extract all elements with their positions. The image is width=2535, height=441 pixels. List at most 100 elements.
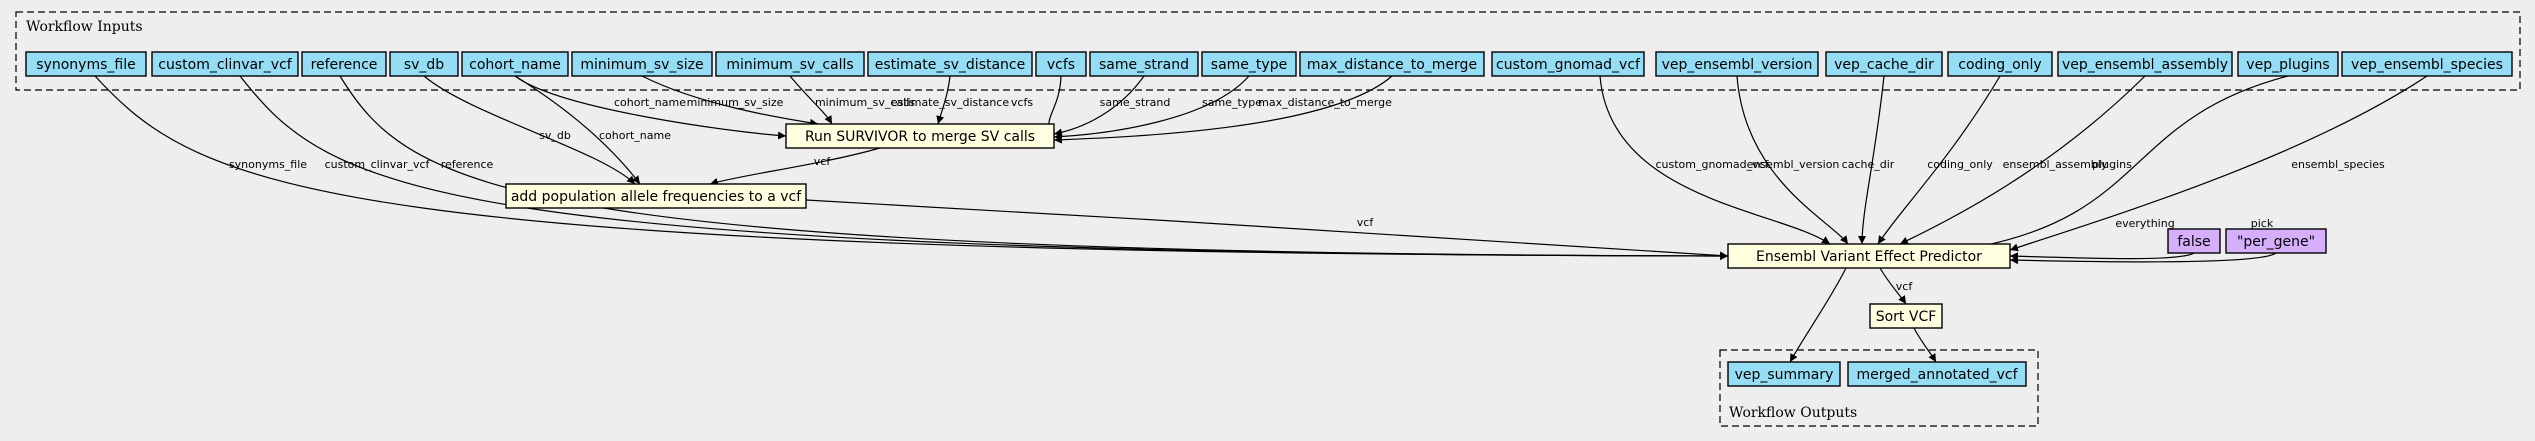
input-label-vep-ensembl-version: vep_ensembl_version — [1662, 57, 1813, 73]
step-node-add-pop[interactable]: add population allele frequencies to a v… — [505, 183, 807, 209]
input-node-same-strand[interactable]: same_strand — [1089, 51, 1199, 77]
edge-label-sv_db-to-add_pop: sv_db — [539, 129, 571, 142]
workflow-inputs-cluster: Workflow Inputs — [15, 11, 2521, 91]
edge-label-vep-to-sort_vcf: vcf — [1896, 280, 1914, 293]
edge-false_default-to-vep — [2009, 252, 2195, 261]
edge-vep-to-vep_summary — [1789, 267, 1847, 363]
edge-label-custom_clinvar_vcf-to-vep: custom_clinvar_vcf — [325, 158, 431, 171]
input-node-cohort-name[interactable]: cohort_name — [461, 51, 569, 77]
input-node-sv-db[interactable]: sv_db — [389, 51, 459, 77]
input-label-cohort-name: cohort_name — [469, 57, 561, 73]
edge-vep_cache_dir-to-vep — [1858, 75, 1885, 245]
edge-label-estimate_sv_distance-to-survivor: estimate_sv_distance — [891, 96, 1009, 109]
edge-label-add_pop-to-vep: vcf — [1357, 216, 1375, 229]
edge-same_type-to-survivor — [1053, 75, 1250, 141]
input-node-coding-only[interactable]: coding_only — [1947, 51, 2053, 77]
edge-label-vep_cache_dir-to-vep: cache_dir — [1842, 158, 1895, 171]
edge-label-same_type-to-survivor: same_type — [1202, 96, 1262, 109]
input-node-vep-ensembl-assembly[interactable]: vep_ensembl_assembly — [2057, 51, 2233, 77]
edge-label-per_gene_default-to-vep: pick — [2251, 217, 2274, 230]
input-label-minimum-sv-size: minimum_sv_size — [580, 57, 703, 73]
input-label-same-strand: same_strand — [1099, 57, 1189, 73]
default-node-per-gene-default[interactable]: "per_gene" — [2225, 228, 2327, 254]
edges-layer — [94, 75, 2428, 363]
input-node-vep-plugins[interactable]: vep_plugins — [2237, 51, 2339, 77]
edge-vep_ensembl_version-to-vep — [1736, 75, 1849, 245]
edge-coding_only-to-vep — [1877, 75, 2001, 245]
workflow-outputs-cluster: Workflow Outputs — [1719, 349, 2039, 427]
input-label-same-type: same_type — [1211, 57, 1287, 73]
output-label-merged-annotated-vcf: merged_annotated_vcf — [1856, 367, 2018, 383]
input-node-minimum-sv-calls[interactable]: minimum_sv_calls — [715, 51, 865, 77]
edge-sv_db-to-add_pop — [423, 75, 636, 185]
edge-label-same_strand-to-survivor: same_strand — [1100, 96, 1171, 109]
edge-label-coding_only-to-vep: coding_only — [1927, 158, 1993, 171]
input-label-reference: reference — [311, 57, 378, 73]
input-node-same-type[interactable]: same_type — [1201, 51, 1297, 77]
edge-label-vep_plugins-to-vep: plugins — [2092, 158, 2132, 171]
edge-label-reference-to-vep: reference — [441, 158, 494, 171]
input-label-vep-ensembl-assembly: vep_ensembl_assembly — [2062, 57, 2228, 73]
workflow-inputs-title: Workflow Inputs — [26, 19, 143, 35]
input-node-vcfs[interactable]: vcfs — [1035, 51, 1087, 77]
input-label-vep-ensembl-species: vep_ensembl_species — [2351, 57, 2503, 73]
input-label-custom-gnomad-vcf: custom_gnomad_vcf — [1496, 57, 1641, 73]
step-node-survivor[interactable]: Run SURVIVOR to merge SV calls — [785, 123, 1055, 149]
input-label-synonyms-file: synonyms_file — [36, 57, 135, 73]
input-label-vep-cache-dir: vep_cache_dir — [1834, 57, 1934, 73]
edge-vep_ensembl_assembly-to-vep — [1899, 75, 2146, 245]
edge-label-synonyms_file-to-vep: synonyms_file — [229, 158, 307, 171]
output-label-vep-summary: vep_summary — [1735, 367, 1834, 383]
output-node-vep-summary[interactable]: vep_summary — [1727, 361, 1841, 387]
input-node-reference[interactable]: reference — [301, 51, 387, 77]
edge-vep_ensembl_species-to-vep — [2009, 75, 2428, 252]
input-node-synonyms-file[interactable]: synonyms_file — [25, 51, 147, 77]
step-label-survivor: Run SURVIVOR to merge SV calls — [805, 129, 1035, 145]
edge-label-survivor-to-add_pop: vcf — [814, 155, 832, 168]
input-node-vep-cache-dir[interactable]: vep_cache_dir — [1825, 51, 1943, 77]
input-node-custom-gnomad-vcf[interactable]: custom_gnomad_vcf — [1491, 51, 1645, 77]
edge-vep_plugins-to-vep — [1959, 75, 2289, 253]
input-label-vcfs: vcfs — [1047, 57, 1075, 73]
input-label-custom-clinvar-vcf: custom_clinvar_vcf — [158, 57, 293, 73]
edge-synonyms_file-to-vep — [94, 75, 1729, 260]
edge-sort_vcf-to-merged_annotated_vcf — [1913, 327, 1937, 363]
edge-label-false_default-to-vep: everything — [2115, 217, 2174, 230]
edge-survivor-to-add_pop — [709, 147, 881, 186]
edge-add_pop-to-vep — [805, 199, 1729, 260]
input-node-vep-ensembl-version[interactable]: vep_ensembl_version — [1655, 51, 1819, 77]
edge-reference-to-vep — [339, 75, 1729, 260]
edge-custom_gnomad_vcf-to-vep — [1599, 75, 1831, 245]
edge-same_strand-to-survivor — [1053, 75, 1145, 137]
edge-label-custom_gnomad_vcf-to-vep: custom_gnomad_vcf — [1655, 158, 1769, 171]
step-node-sort-vcf[interactable]: Sort VCF — [1869, 303, 1943, 329]
edge-label-cohort_name-to-add_pop: cohort_name — [599, 129, 671, 142]
input-label-estimate-sv-distance: estimate_sv_distance — [875, 57, 1026, 73]
input-label-vep-plugins: vep_plugins — [2246, 57, 2329, 73]
nodes-layer: synonyms_file custom_clinvar_vcf reference… — [25, 51, 2513, 387]
workflow-outputs-title: Workflow Outputs — [1729, 405, 1857, 421]
edge-estimate_sv_distance-to-survivor — [936, 75, 951, 125]
input-label-sv-db: sv_db — [404, 57, 444, 73]
output-node-merged-annotated-vcf[interactable]: merged_annotated_vcf — [1847, 361, 2027, 387]
input-node-vep-ensembl-species[interactable]: vep_ensembl_species — [2341, 51, 2513, 77]
step-label-vep: Ensembl Variant Effect Predictor — [1756, 249, 1982, 265]
input-node-minimum-sv-size[interactable]: minimum_sv_size — [571, 51, 713, 77]
input-node-max-distance-to-merge[interactable]: max_distance_to_merge — [1299, 51, 1485, 77]
input-label-coding-only: coding_only — [1958, 57, 2041, 73]
edge-vcfs-to-survivor — [1045, 75, 1062, 131]
input-label-minimum-sv-calls: minimum_sv_calls — [726, 57, 853, 73]
input-node-estimate-sv-distance[interactable]: estimate_sv_distance — [867, 51, 1033, 77]
edge-cohort_name-to-survivor — [514, 75, 787, 140]
step-label-sort-vcf: Sort VCF — [1876, 309, 1937, 325]
edge-label-cohort_name-to-survivor: cohort_name — [614, 96, 686, 109]
input-node-custom-clinvar-vcf[interactable]: custom_clinvar_vcf — [151, 51, 299, 77]
edge-minimum_sv_calls-to-survivor — [789, 75, 833, 125]
edge-vep-to-sort_vcf — [1879, 267, 1907, 305]
step-node-vep[interactable]: Ensembl Variant Effect Predictor — [1727, 243, 2011, 269]
edge-label-vep_ensembl_assembly-to-vep: ensembl_assembly — [2003, 158, 2108, 171]
edge-label-vep_ensembl_species-to-vep: ensembl_species — [2291, 158, 2385, 171]
default-node-false-default[interactable]: false — [2167, 228, 2221, 254]
